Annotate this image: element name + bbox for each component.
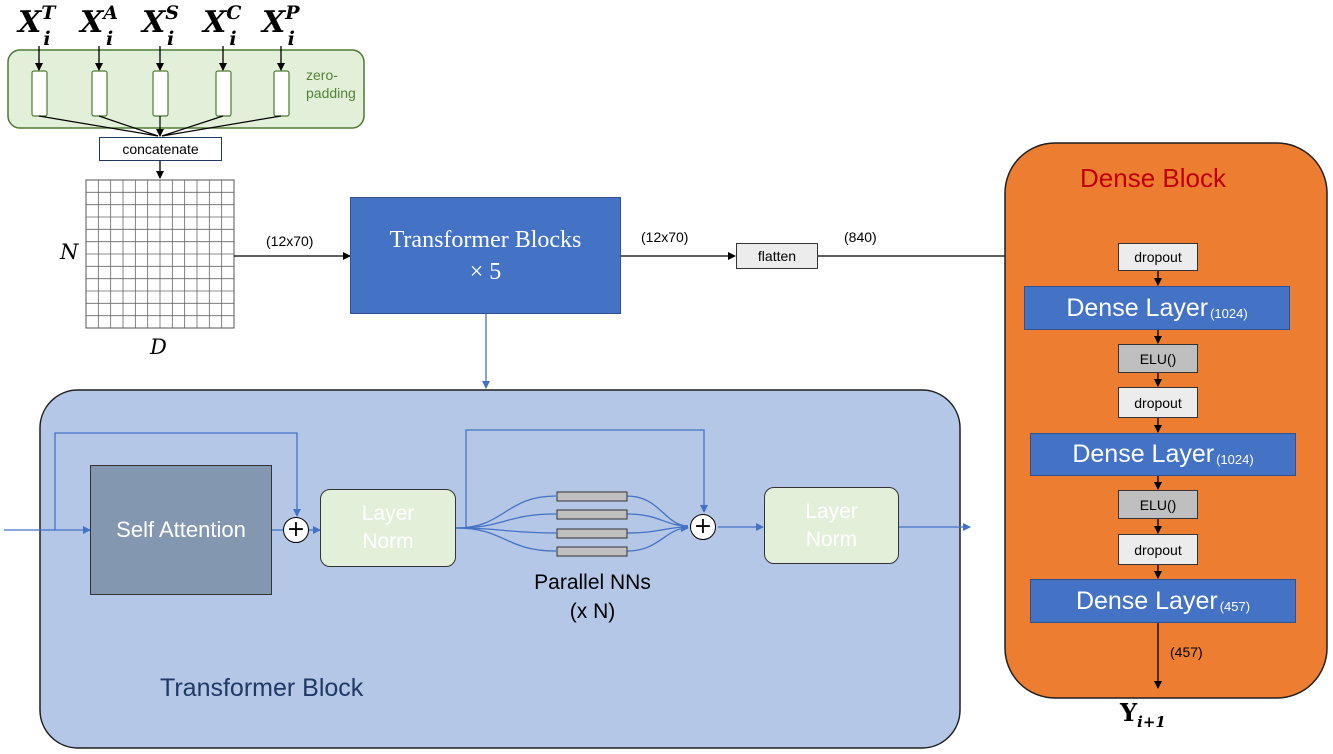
concatenate-box: concatenate [99, 137, 222, 161]
self-attention-box: Self Attention [90, 465, 272, 595]
parallel-nns-title: Parallel NNs [534, 571, 651, 594]
concatenate-label: concatenate [122, 141, 199, 157]
dense-block-panel [1004, 142, 1328, 699]
residual-add-2: + [690, 514, 716, 540]
parallel-nns-count: (x N) [569, 600, 616, 623]
flat-size-label: (840) [844, 229, 877, 245]
layer-norm-2-box: Layer Norm [764, 487, 899, 564]
input-variable-c: XCi [203, 2, 242, 50]
parallel-nns-label: Parallel NNs (x N) [510, 568, 675, 626]
input-slot [91, 70, 108, 117]
input-slots [31, 70, 290, 117]
residual-add-1: + [283, 517, 309, 543]
dropout-box-3: dropout [1118, 534, 1198, 565]
input-slot [273, 70, 290, 117]
dropout-box-1: dropout [1118, 243, 1198, 271]
parallel-nn-bar [556, 491, 628, 502]
shape-out-label: (12x70) [641, 229, 689, 245]
elu-box-1: ELU() [1118, 344, 1198, 373]
parallel-nn-bars [556, 491, 628, 557]
parallel-nn-bar [556, 528, 628, 539]
layer-norm-2-label: Layer Norm [805, 499, 858, 551]
dense-layer-2: Dense Layer(1024) [1030, 433, 1296, 476]
input-slot [31, 70, 48, 117]
self-attention-label: Self Attention [116, 517, 246, 542]
output-size-label: (457) [1170, 644, 1203, 660]
input-variable-a: XAi [80, 2, 119, 50]
input-slot [215, 70, 232, 117]
layer-norm-1-label: Layer Norm [361, 502, 415, 553]
parallel-nn-bar [556, 546, 628, 557]
flatten-box: flatten [736, 243, 818, 269]
dense-block-title: Dense Block [1080, 163, 1226, 193]
matrix-cols-label: D [150, 335, 167, 359]
input-variable-s: XSi [142, 2, 180, 50]
input-variable-p: XPi [262, 2, 300, 50]
dense-layer-1: Dense Layer(1024) [1024, 286, 1290, 330]
input-slot [152, 70, 169, 117]
input-variable-t: XTi [18, 2, 56, 50]
parallel-nn-bar [556, 509, 628, 520]
flatten-label: flatten [757, 248, 797, 264]
elu-box-2: ELU() [1118, 490, 1198, 519]
output-variable: Yi+1 [1120, 698, 1166, 731]
dense-layer-3: Dense Layer(457) [1030, 579, 1296, 623]
transformer-blocks-title: Transformer Blocks [389, 226, 582, 253]
matrix-rows-label: N [60, 240, 79, 264]
layer-norm-1-box: Layer Norm [320, 489, 456, 567]
transformer-blocks-box: Transformer Blocks × 5 [350, 197, 621, 314]
input-matrix-grid [85, 179, 235, 329]
transformer-block-title: Transformer Block [160, 674, 364, 702]
transformer-blocks-multiplier: × 5 [469, 258, 502, 285]
dropout-box-2: dropout [1118, 387, 1198, 418]
shape-in-label: (12x70) [266, 233, 314, 249]
zero-padding-label: zero- padding [306, 67, 356, 101]
